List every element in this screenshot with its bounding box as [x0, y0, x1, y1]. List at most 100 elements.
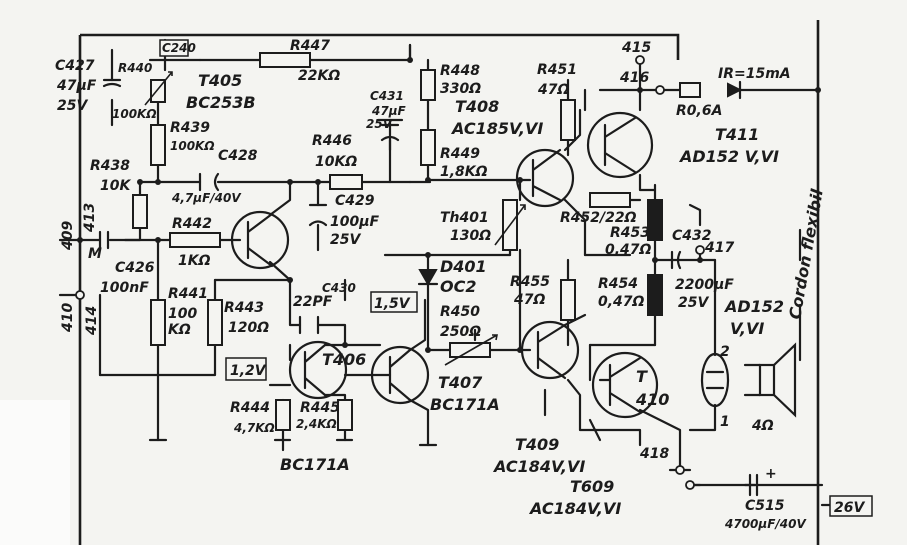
- variable-arrows: [144, 71, 526, 366]
- transistor-t411: [586, 111, 654, 179]
- label-c431-voltage: 25V: [366, 117, 394, 131]
- label-1-2v: 1,2V: [230, 363, 267, 379]
- capacitors: [98, 78, 759, 497]
- label-r438-value: 10K: [100, 178, 131, 194]
- resistor-r449: [420, 129, 436, 166]
- label-t410-number: 410: [635, 390, 669, 409]
- frame-wires: [58, 20, 847, 545]
- resistor-r452: [589, 192, 631, 208]
- transistors: [230, 111, 730, 419]
- label-c426: C426: [115, 260, 155, 276]
- label-c429: C429: [335, 193, 375, 209]
- label-r447-value: 22KΩ: [298, 68, 340, 84]
- label-c430: C430: [322, 281, 356, 295]
- label-t609-type: AC184V,VI: [528, 499, 621, 518]
- label-c431: C431: [370, 89, 404, 103]
- label-t405: T405: [198, 71, 242, 90]
- label-c432-voltage: 25V: [678, 295, 709, 311]
- speaker-icon: [758, 342, 797, 418]
- label-ir: IR=15mA: [718, 66, 791, 82]
- label-c429-voltage: 25V: [330, 232, 361, 248]
- label-node-409: 409: [60, 221, 76, 251]
- voltage-box-1-5v: [370, 291, 418, 313]
- input-stage-wires: [78, 38, 438, 452]
- transistor-t408: [515, 148, 575, 208]
- label-r454-value: 0,47Ω: [598, 294, 645, 310]
- label-c240: C240: [162, 41, 196, 55]
- label-node-415: 415: [621, 40, 651, 56]
- transistor-ad152: [700, 352, 730, 408]
- label-r453-value: 0,47Ω: [605, 242, 652, 258]
- label-r445: R445: [300, 400, 340, 416]
- voltage-box-1-2v: [225, 357, 267, 381]
- label-r452: R452/22Ω: [560, 210, 637, 226]
- label-c431-value: 47μF: [371, 104, 407, 118]
- transistor-t406: [288, 340, 348, 400]
- label-t408-type: AC185V,VI: [450, 119, 543, 138]
- label-c428-value: 4,7μF/40V: [171, 191, 242, 205]
- label-t407-type: BC171A: [430, 395, 500, 414]
- label-r444-value: 4,7KΩ: [233, 421, 275, 435]
- label-c428: C428: [218, 148, 258, 164]
- label-r443: R443: [224, 300, 264, 316]
- resistor-r445: [337, 399, 353, 431]
- label-d401-type: OC2: [440, 277, 476, 296]
- label-r454: R454: [598, 276, 638, 292]
- resistor-r444: [275, 399, 291, 431]
- label-c515-value: 4700μF/40V: [724, 517, 808, 531]
- diode-top: [727, 80, 743, 100]
- label-node-416: 416: [619, 70, 649, 86]
- label-r440-value: 100KΩ: [112, 107, 157, 121]
- label-26v: 26V: [834, 500, 865, 516]
- label-r448-value: 330Ω: [440, 81, 481, 97]
- label-pin-1: 1: [720, 414, 730, 430]
- label-t409-type: AC184V,VI: [492, 457, 585, 476]
- label-r453: R453: [610, 225, 650, 241]
- transistor-t407: [370, 345, 430, 405]
- label-node-414: 414: [84, 306, 100, 336]
- label-d401: D401: [440, 257, 487, 276]
- label-plus: +: [765, 466, 777, 482]
- label-r438: R438: [90, 158, 130, 174]
- label-r440: R440: [118, 61, 152, 75]
- resistor-r453: [647, 199, 663, 241]
- label-r441-unit: KΩ: [168, 322, 191, 338]
- label-speaker-impedance: 4Ω: [751, 418, 774, 434]
- label-t411-type: AD152 V,VI: [678, 147, 779, 166]
- label-r439-value: 100KΩ: [170, 139, 215, 153]
- resistors: [132, 52, 701, 431]
- label-c430-value: 22PF: [293, 294, 333, 310]
- label-th401: Th401: [440, 210, 489, 226]
- resistor-r454: [647, 274, 663, 316]
- transistor-t410: [591, 351, 659, 419]
- label-t411: T411: [715, 125, 759, 144]
- label-r451: R451: [537, 62, 577, 78]
- label-node-410: 410: [60, 303, 76, 333]
- resistor-r439: [150, 124, 166, 166]
- label-r444: R444: [230, 400, 270, 416]
- label-r450-value: 250Ω: [440, 324, 481, 340]
- label-c426-value: 100nF: [100, 280, 149, 296]
- resistor-r438: [132, 194, 148, 229]
- resistor-r455: [560, 279, 576, 321]
- label-t406: T406: [322, 350, 366, 369]
- paper-fade: [0, 400, 70, 545]
- label-1-5v: 1,5V: [374, 296, 411, 312]
- label-r451-value: 47Ω: [537, 82, 569, 98]
- label-r455: R455: [510, 274, 550, 290]
- transistor-t405: [230, 210, 290, 270]
- label-t609: T609: [570, 477, 614, 496]
- label-c427-voltage: 25V: [57, 98, 88, 114]
- label-ad152-type: V,VI: [730, 319, 764, 338]
- label-r448: R448: [440, 63, 480, 79]
- label-t405-type: BC253B: [186, 93, 256, 112]
- label-input-marker: M: [88, 246, 102, 262]
- cap-c427-b: [102, 82, 122, 88]
- label-t407: T407: [438, 373, 483, 392]
- label-r06a: R0,6A: [676, 103, 722, 119]
- label-c432: C432: [672, 228, 712, 244]
- label-c427-value: 47μF: [56, 78, 97, 94]
- resistor-r447: [259, 52, 311, 68]
- label-r446: R446: [312, 133, 352, 149]
